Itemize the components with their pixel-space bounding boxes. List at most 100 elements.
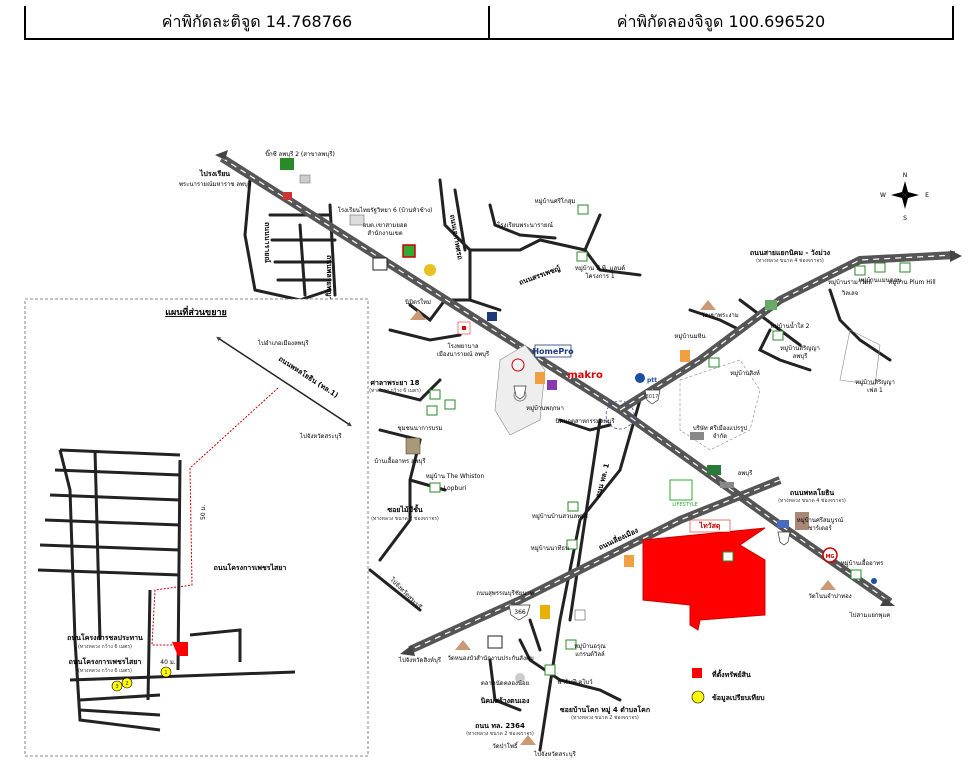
big-c-icon xyxy=(280,158,294,170)
label-khao-road-sub: (ทางหลวง ขนาด 4 ช่องจราจร) xyxy=(756,258,824,264)
label-road-2364-sub: (ทางหลวง ขนาด 2 ช่องจราจร) xyxy=(466,731,534,737)
label-whiston-2: Lopburi xyxy=(444,485,467,492)
farm-icon xyxy=(544,664,556,676)
label-village-c: ชุมชนนาการบรม xyxy=(398,425,443,432)
legend-site-swatch xyxy=(692,668,702,678)
temple-khao-icon xyxy=(700,300,716,310)
label-to-saraburi-south: ไปจังหวัดสระบุรี xyxy=(533,750,576,758)
label-plum: หมู่บ้าน Plum Hill xyxy=(888,279,936,286)
label-temple-south: วัดโนนจำปาทอง xyxy=(808,592,851,600)
thai-watsadu-icon xyxy=(689,519,731,533)
service-icon xyxy=(283,192,292,200)
label-rama: หมู่บ้านรามาวิลล์ xyxy=(828,278,872,286)
label-sanphet: ถนนสรรเพชญ์ xyxy=(518,264,562,287)
shield-3017 xyxy=(644,389,661,405)
label-phahon-main-sub: (ทางหลวง ขนาด 4 ช่องจราจร) xyxy=(778,498,846,504)
label-village-natin: หมู่บ้านนาทีธน xyxy=(531,544,569,552)
inset-marker-1 xyxy=(160,666,172,678)
label-arun-2: แกรนด์วิลล์ xyxy=(575,650,605,658)
label-phahon-main: ถนนพหลโยธิน xyxy=(790,488,834,497)
shop-icon xyxy=(547,380,557,390)
label-singh: หมู่บ้านสิงห์ xyxy=(730,369,760,377)
label-station-2: (ท่าคลอง กว้าง 6 เมตร) xyxy=(369,387,421,394)
factory-icon xyxy=(795,512,809,530)
highway-northeast xyxy=(617,250,962,414)
temple-bn-icon xyxy=(455,640,471,650)
label-cemetery: นิคมสร้างตนเอง xyxy=(480,696,530,705)
compass-s: S xyxy=(903,215,907,222)
label-bypass-2: (ทางหลวง ขนาด 2 ช่องจราจร) xyxy=(371,516,439,522)
label-mandon: หมู่บ้านแมนดอน xyxy=(859,277,902,284)
inset-to-saraburi: ไปจังหวัดสระบุรี xyxy=(299,432,342,440)
temple-pa-icon xyxy=(520,735,536,745)
mazda-icon xyxy=(299,174,311,184)
compass-w: W xyxy=(880,192,886,199)
label-village-sm: หมู่บ้านศรีสมบูรณ์ xyxy=(797,516,844,524)
market-icon xyxy=(515,673,525,683)
label-to-school: ไปรงเรียน xyxy=(199,169,230,178)
label-big-c: บิ๊กซี ลพบุรี 2 (สาขาลพบุรี) xyxy=(265,149,335,158)
shell-icon xyxy=(424,264,436,276)
label-road-1: ถนน ทล. 1 xyxy=(594,462,611,498)
homepro-icon xyxy=(534,344,572,358)
label-to-school-2: พระนารายณ์มหาราช ลพบุรี xyxy=(179,180,252,188)
shield-1 xyxy=(513,385,527,400)
inset-irrigation-1: ถนนโครงการชลประทาน xyxy=(67,633,143,642)
label-factory: โรงเรียนพระนารายณ์ xyxy=(497,221,553,229)
label-sirin-2: เฟส 1 xyxy=(867,387,883,394)
seven-2-icon xyxy=(624,555,634,567)
inset-site xyxy=(172,642,188,656)
latitude-label: ค่าพิกัดละติจูด 14.768766 xyxy=(161,11,353,31)
label-khao-road: ถนนสายแยกนิคม - วังม่วง xyxy=(750,249,831,257)
label-narai-road: ถนนนารายณ์ xyxy=(263,222,272,263)
school-icon xyxy=(349,214,365,226)
legend: ที่ตั้งทรัพย์สิน ข้อมูลเปรียบเทียบ xyxy=(691,668,765,704)
shield-2 xyxy=(777,531,791,546)
compass-rose: N S E W xyxy=(880,172,929,222)
seven-icon xyxy=(535,372,545,384)
label-village-sm-2: ชาร์เตอร์ xyxy=(808,524,832,532)
label-housing: บ้านเอื้ออาทร ลพบุรี xyxy=(374,455,426,465)
seven-3-icon xyxy=(680,350,690,362)
makro-icon xyxy=(568,368,604,378)
office-icon xyxy=(372,257,388,271)
label-sirin-3: หมู่บ้านสิริญญา xyxy=(780,345,820,352)
label-ekkarat: หมู่บ้านเอื้ออาทร xyxy=(841,557,884,567)
village-markers xyxy=(426,204,911,650)
ptt-2-icon xyxy=(871,578,877,584)
label-to-saraburi-main: ไปสามแยกพุแค xyxy=(849,611,891,619)
mg-icon xyxy=(822,547,838,563)
industrial-area xyxy=(679,359,761,451)
label-lotus-2: ลพบุรี xyxy=(738,469,753,477)
label-homepro: HomePro xyxy=(532,347,574,356)
inset-irrigation-1-sub: (ทางหลวง กว้าง 6 เมตร) xyxy=(78,643,132,650)
inset-title: แผนที่ส่วนขยาย xyxy=(165,305,227,318)
label-temple-khao: วัดเขาพระงาม xyxy=(701,312,738,319)
inset-irrigation-2: ถนนโครงการเพชรไสยา xyxy=(69,657,142,666)
label-temple-bn: วัดหนองบัว xyxy=(447,655,476,662)
fuel-icon xyxy=(540,605,550,619)
truck-2-icon xyxy=(690,432,704,440)
apartment-icon xyxy=(405,437,421,455)
label-pdchokchai-2: วิลเลจ xyxy=(841,290,858,297)
svg-text:3: 3 xyxy=(115,684,118,690)
label-to-singburi: ไปจังหวัดสิงห์บุรี xyxy=(398,656,442,664)
label-school-pro: สำนักงานประกันสังคม xyxy=(476,655,534,662)
label-road-2364: ถนน ทล. 2364 xyxy=(475,722,525,730)
temple-south-icon xyxy=(820,580,836,590)
label-sirin-4: ลพบุรี xyxy=(793,352,808,360)
label-irrig: ถนนสุพรรณบุรีชัยนาท xyxy=(476,589,534,597)
label-makro: makro xyxy=(567,370,603,381)
label-school-thai: โรงเรียนไทยรัฐวิทยา 6 (บ้านหัวช้าง) xyxy=(338,206,433,214)
label-farm-south: ฟาร์มพีเคโบว์ xyxy=(557,678,592,686)
compass-n: N xyxy=(903,172,908,179)
highway-shields xyxy=(508,385,791,621)
bank-icon xyxy=(487,312,497,321)
inset-marker-2 xyxy=(121,677,133,689)
compass-e: E xyxy=(925,192,929,199)
toyota-icon xyxy=(511,358,525,372)
label-mawhin: หมู่บ้านมหิน xyxy=(674,333,705,340)
coordinate-header: ค่าพิกัดละติจูด 14.768766 ค่าพิกัดลองจิจ… xyxy=(24,6,954,40)
inset-marker-3 xyxy=(111,680,123,692)
sirinya-area xyxy=(839,329,881,386)
